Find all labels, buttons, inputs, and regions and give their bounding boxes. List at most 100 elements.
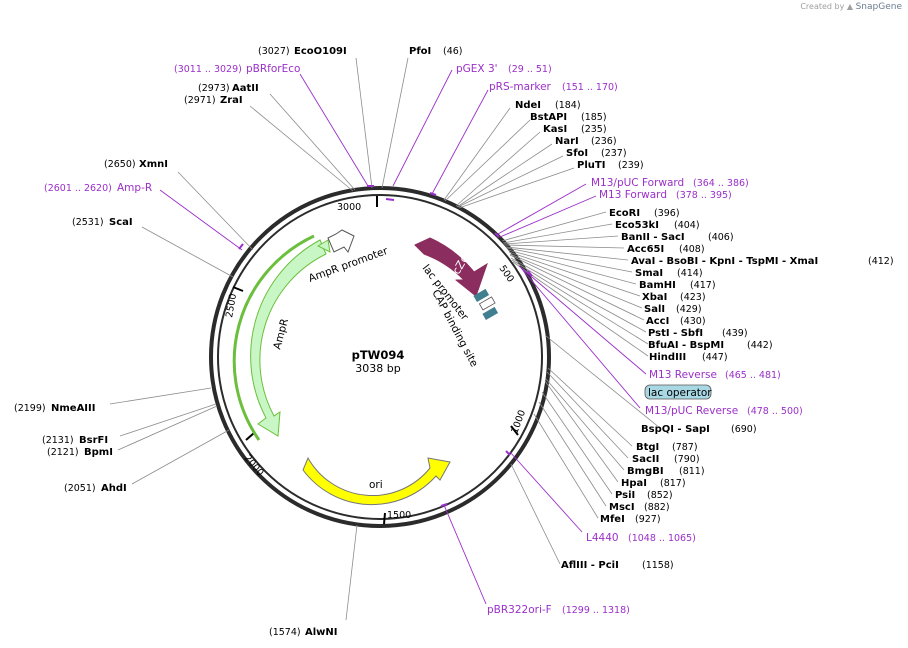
svg-text:M13 Reverse: M13 Reverse [649, 369, 717, 381]
svg-text:Eco53kI: Eco53kI [615, 220, 659, 231]
ampr-label: AmpR [271, 317, 291, 350]
svg-text:BstAPI: BstAPI [530, 112, 567, 123]
svg-text:XbaI: XbaI [642, 292, 667, 303]
svg-text:(29 .. 51): (29 .. 51) [508, 64, 552, 75]
svg-text:PstI - SbfI: PstI - SbfI [648, 328, 703, 339]
svg-text:(185): (185) [581, 112, 607, 123]
backbone-ticks [232, 196, 519, 525]
svg-text:BmgBI: BmgBI [627, 466, 664, 477]
svg-text:(465 .. 481): (465 .. 481) [725, 370, 781, 381]
tick-1000: 1000 [509, 409, 528, 435]
svg-text:M13 Forward: M13 Forward [599, 189, 667, 201]
svg-text:pGEX 3': pGEX 3' [456, 63, 498, 75]
svg-text:(417): (417) [690, 280, 716, 291]
svg-text:(787): (787) [672, 442, 698, 453]
ampr-outer-stroke [232, 234, 315, 441]
lac-promoter-outline [478, 296, 496, 311]
svg-text:ZraI: ZraI [220, 95, 243, 106]
mcs-leader-lines [501, 211, 649, 357]
credit-text: Created by [800, 2, 845, 11]
tick-500: 500 [497, 263, 516, 284]
svg-text:Amp-R: Amp-R [117, 182, 152, 194]
svg-text:(406): (406) [708, 232, 734, 243]
svg-text:AhdI: AhdI [101, 483, 127, 494]
svg-text:BsrFI: BsrFI [79, 435, 108, 446]
svg-text:(236): (236) [591, 136, 617, 147]
left-primer-labels: (3011 .. 3029) pBRforEco (2601 .. 2620) … [44, 63, 300, 194]
svg-text:(1158): (1158) [642, 560, 674, 571]
primer-marks [238, 185, 533, 507]
brand-name: SnapGene [855, 2, 902, 12]
svg-text:EcoO109I: EcoO109I [294, 46, 347, 57]
svg-text:(2131): (2131) [42, 435, 74, 446]
svg-text:PsiI: PsiI [615, 490, 635, 501]
svg-text:(46): (46) [443, 46, 463, 57]
svg-text:SfoI: SfoI [566, 148, 588, 159]
snapgene-credit: Created by ▲ SnapGene [800, 2, 902, 12]
svg-text:HpaI: HpaI [621, 478, 647, 489]
svg-text:SalI: SalI [644, 304, 665, 315]
svg-text:(378 .. 395): (378 .. 395) [676, 190, 732, 201]
svg-text:(412): (412) [868, 256, 894, 267]
svg-text:(396): (396) [654, 208, 680, 219]
tick-2500: 2500 [224, 293, 239, 319]
svg-text:(447): (447) [702, 352, 728, 363]
plasmid-name: pTW094 [352, 348, 405, 362]
svg-text:(408): (408) [679, 244, 705, 255]
svg-text:(690): (690) [731, 424, 757, 435]
svg-text:(404): (404) [674, 220, 700, 231]
svg-text:BfuAI - BspMI: BfuAI - BspMI [648, 340, 724, 351]
svg-text:(2199): (2199) [14, 403, 46, 414]
svg-text:AflIII - PciI: AflIII - PciI [561, 560, 619, 571]
svg-text:(423): (423) [680, 292, 706, 303]
svg-text:(414): (414) [677, 268, 703, 279]
svg-text:AvaI - BsoBI - KpnI - TspMI -: AvaI - BsoBI - KpnI - TspMI - XmaI [631, 256, 818, 267]
right-site-labels-b: BspQI - SapI (690) BtgI (787) SacII (790… [600, 424, 757, 525]
svg-text:(2650): (2650) [104, 159, 136, 170]
ampr-small-arrow-icon [316, 239, 331, 253]
svg-text:BpmI: BpmI [84, 447, 113, 458]
ori-label: ori [369, 479, 383, 491]
svg-text:BspQI - SapI: BspQI - SapI [641, 424, 710, 435]
svg-text:(151 .. 170): (151 .. 170) [562, 82, 618, 93]
svg-text:BamHI: BamHI [639, 280, 676, 291]
svg-text:(1574): (1574) [269, 627, 301, 638]
right-primer-labels-a: M13/pUC Forward (364 .. 386) M13 Forward… [591, 177, 749, 201]
svg-text:(439): (439) [722, 328, 748, 339]
top-labels: PfoI (46) pGEX 3' (29 .. 51) pRS-marker … [409, 46, 618, 93]
lac-operator-badge: lac operator [644, 384, 712, 400]
tick-2000: 2000 [242, 453, 266, 479]
svg-text:pBRforEco: pBRforEco [246, 63, 300, 75]
svg-text:HindIII: HindIII [649, 352, 686, 363]
backbone-outer [209, 186, 551, 528]
svg-text:MfeI: MfeI [600, 514, 625, 525]
svg-text:(430): (430) [680, 316, 706, 327]
svg-text:(235): (235) [581, 124, 607, 135]
svg-text:(2051): (2051) [64, 483, 96, 494]
lacz-feature [414, 237, 488, 297]
ori-feature [302, 456, 451, 506]
svg-text:ScaI: ScaI [109, 217, 133, 228]
lac-promoter-feature [473, 288, 490, 302]
svg-text:BtgI: BtgI [636, 442, 659, 453]
svg-text:SacII: SacII [632, 454, 659, 465]
svg-text:NdeI: NdeI [515, 100, 541, 111]
svg-text:KasI: KasI [543, 124, 567, 135]
svg-text:L4440: L4440 [586, 532, 619, 544]
svg-text:lac operator: lac operator [648, 387, 712, 399]
svg-text:M13/pUC Forward: M13/pUC Forward [591, 177, 684, 189]
svg-text:XmnI: XmnI [139, 159, 168, 170]
tick-3000: 3000 [337, 202, 361, 213]
primer-leader-lines [159, 69, 647, 605]
svg-text:(2971): (2971) [184, 95, 216, 106]
svg-text:PluTI: PluTI [577, 160, 605, 171]
cap-binding-site-feature [482, 306, 499, 320]
backbone-inner [217, 194, 543, 520]
svg-text:(442): (442) [747, 340, 773, 351]
svg-text:pBR322ori-F: pBR322ori-F [487, 604, 552, 616]
svg-text:(817): (817) [660, 478, 686, 489]
leader-lines [109, 57, 661, 621]
svg-text:(2601 .. 2620): (2601 .. 2620) [44, 183, 112, 194]
svg-text:(3027): (3027) [258, 46, 290, 57]
